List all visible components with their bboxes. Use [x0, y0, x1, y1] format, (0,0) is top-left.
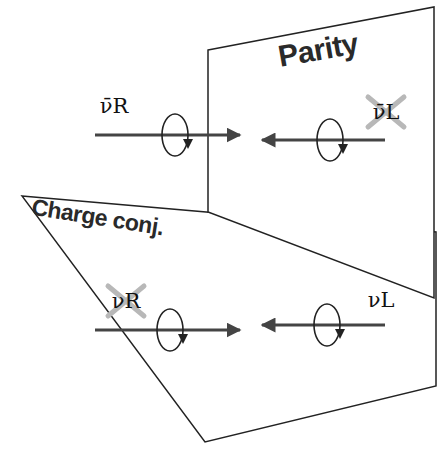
helicity-arrow — [95, 309, 240, 351]
cross-mark — [108, 97, 404, 316]
parity-plane — [208, 7, 434, 298]
plane-title: Parity — [276, 28, 360, 72]
particle-label: νL — [368, 290, 395, 311]
helicity-arrow — [262, 304, 385, 346]
helicity-arrow — [95, 114, 240, 156]
particle-label: ν̄R — [100, 96, 129, 117]
plane-title: Charge conj. — [30, 195, 165, 239]
particle-label: νR — [112, 291, 141, 312]
helicity-arrow — [262, 119, 385, 161]
particle-label: ν̄L — [373, 102, 400, 123]
